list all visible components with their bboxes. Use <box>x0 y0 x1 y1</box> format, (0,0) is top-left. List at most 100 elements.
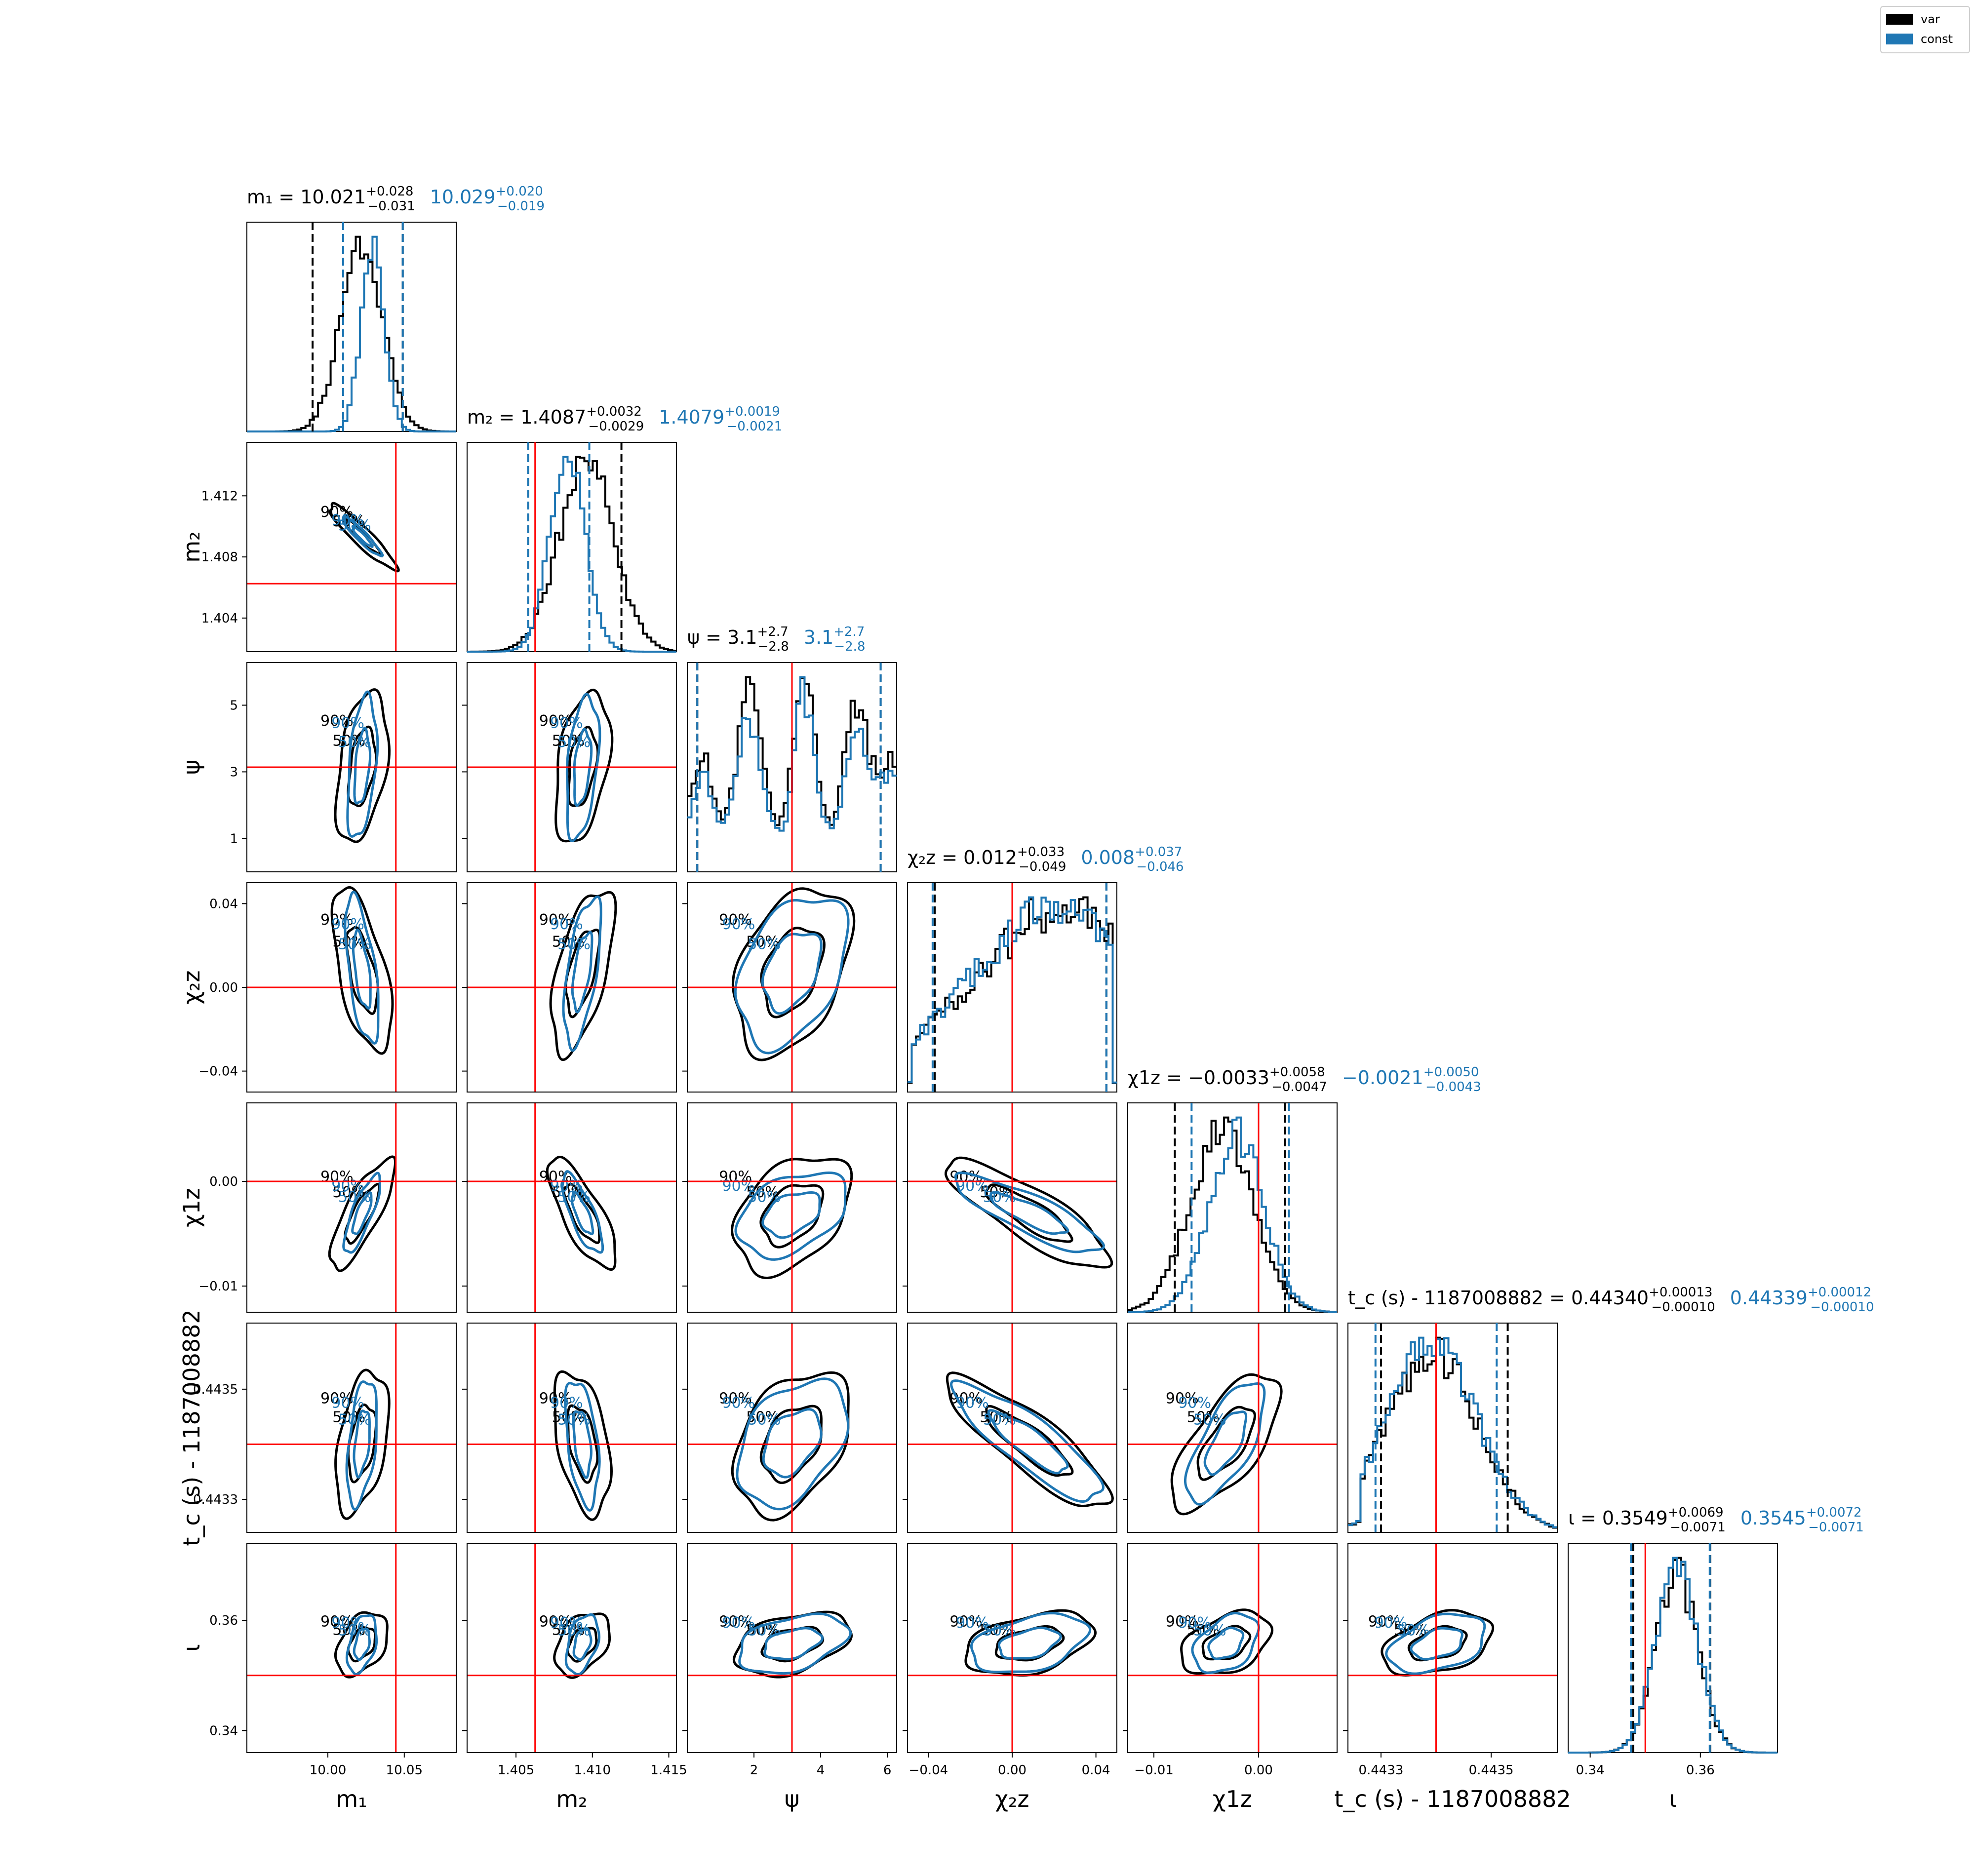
contour-label-const-50: 50% <box>338 517 371 535</box>
panel-m2-chi1z: 90%50%90%50% <box>462 1102 677 1313</box>
contour-label-var-90: 90% <box>1166 1390 1199 1407</box>
legend-label-const: const <box>1921 32 1953 46</box>
xtick-label-psi: 2 <box>750 1763 758 1778</box>
contour-const-90-m2-chi1z <box>561 1170 604 1254</box>
legend: var const <box>1880 6 1970 53</box>
contour-label-const-50: 50% <box>557 1622 591 1640</box>
contour-const-90-chi1z-iota <box>1191 1612 1261 1674</box>
contour-label-const-90: 90% <box>956 1177 989 1195</box>
panel-psi-chi2z: 90%50%90%50% <box>682 882 897 1093</box>
contour-label-var-90: 90% <box>1166 1613 1199 1631</box>
contour-const-90-chi1z-tc <box>1184 1382 1266 1506</box>
contour-var-90-chi2z-iota <box>964 1609 1097 1677</box>
panel-chi2z-iota: 90%50%90%50% <box>903 1543 1117 1753</box>
contour-const-90-m2-tc <box>564 1382 601 1512</box>
contour-label-const-90: 90% <box>550 1395 583 1412</box>
panel-frame <box>246 442 457 652</box>
contour-label-var-90: 90% <box>539 911 572 929</box>
hist-panel-chi1z: χ1z = −0.0033+0.0058−0.0047−0.0021+0.005… <box>1127 1065 1481 1313</box>
hist-const-m1 <box>247 235 456 432</box>
xtick-label-tc: 0.4435 <box>1469 1763 1514 1778</box>
contour-label-const-50: 50% <box>748 1411 781 1428</box>
ylabel-iota: ι <box>178 1644 205 1652</box>
legend-entry-var: var <box>1886 12 1940 27</box>
xtick-label-chi1z: −0.01 <box>1134 1763 1174 1778</box>
contour-const-90-psi-chi1z <box>734 1171 847 1261</box>
ytick-label-m2: 1.404 <box>201 611 238 626</box>
contour-var-90-m1-m2 <box>328 502 400 573</box>
contour-label-var-90: 90% <box>949 1613 983 1631</box>
hist-frame-m1 <box>246 222 457 432</box>
hist-var-m2 <box>467 456 676 653</box>
panel-m1-psi: 90%50%90%50%135 <box>230 662 457 872</box>
contour-label-const-50: 50% <box>338 1411 371 1428</box>
ylabel-psi: ψ <box>178 760 205 775</box>
contour-const-50-m2-tc <box>572 1410 592 1479</box>
contour-var-90-chi1z-tc <box>1170 1373 1283 1516</box>
contour-const-50-psi-chi1z <box>761 1191 821 1239</box>
ylabel-chi1z: χ1z <box>178 1188 205 1227</box>
xtick-label-chi2z: 0.00 <box>998 1763 1027 1778</box>
contour-label-const-50: 50% <box>1193 1411 1226 1428</box>
contour-label-const-90: 90% <box>550 1177 583 1195</box>
ytick-label-iota: 0.34 <box>209 1723 238 1738</box>
panel-frame <box>687 1323 897 1533</box>
contour-const-90-m1-m2 <box>343 515 384 558</box>
contour-label-var-90: 90% <box>719 1613 752 1631</box>
contour-const-50-chi1z-iota <box>1207 1626 1245 1660</box>
panel-frame <box>687 1543 897 1753</box>
panel-frame <box>1127 1543 1338 1753</box>
panel-frame <box>467 1323 677 1533</box>
contour-label-const-50: 50% <box>338 1188 371 1206</box>
contour-const-90-m1-tc <box>345 1380 378 1511</box>
contour-var-90-m1-tc <box>334 1368 391 1520</box>
contour-const-50-chi2z-chi1z <box>989 1191 1069 1235</box>
contour-const-50-m1-chi2z <box>352 928 372 1010</box>
contour-label-const-90: 90% <box>331 715 364 732</box>
contour-label-const-50: 50% <box>557 936 591 953</box>
contour-label-const-90: 90% <box>1178 1614 1211 1632</box>
hist-var-tc <box>1348 1336 1557 1529</box>
contour-label-const-50: 50% <box>557 734 591 751</box>
xlabel-chi1z: χ1z <box>1213 1786 1252 1812</box>
contour-label-var-90: 90% <box>719 1168 752 1185</box>
contour-label-const-90: 90% <box>722 1395 755 1412</box>
contour-label-const-90: 90% <box>331 511 364 529</box>
contour-label-const-50: 50% <box>338 734 371 751</box>
ytick-label-chi2z: 0.04 <box>209 897 238 911</box>
contour-label-var-90: 90% <box>320 1390 354 1407</box>
contour-var-90-m1-chi2z <box>330 886 394 1055</box>
xtick-label-m2: 1.410 <box>574 1763 611 1778</box>
ytick-label-m2: 1.412 <box>201 489 238 504</box>
panel-chi2z-chi1z: 90%50%90%50% <box>903 1102 1117 1313</box>
contour-const-50-chi1z-tc <box>1203 1410 1248 1476</box>
contour-var-50-psi-tc <box>759 1405 823 1485</box>
contour-const-50-m1-chi1z <box>351 1191 373 1235</box>
xlabel-psi: ψ <box>785 1786 799 1812</box>
ylabel-m2: m₂ <box>178 531 205 562</box>
contour-const-90-m1-chi2z <box>344 891 380 1045</box>
legend-entry-const: const <box>1886 32 1953 46</box>
contour-label-const-90: 90% <box>722 1614 755 1632</box>
panel-frame <box>246 1323 457 1533</box>
contour-label-const-90: 90% <box>956 1395 989 1412</box>
ytick-label-tc: 0.4435 <box>193 1382 238 1397</box>
ylabel-tc: t_c (s) - 1187008882 <box>178 1309 205 1546</box>
xtick-label-psi: 6 <box>883 1763 892 1778</box>
contour-const-90-tc-iota <box>1385 1612 1486 1675</box>
contour-label-const-50: 50% <box>748 936 781 953</box>
contour-var-90-m1-chi1z <box>328 1155 396 1272</box>
contour-label-var-90: 90% <box>539 712 572 730</box>
xtick-label-iota: 0.34 <box>1576 1763 1605 1778</box>
hist-const-chi1z <box>1128 1116 1337 1313</box>
panel-frame <box>1127 1323 1338 1533</box>
contour-var-90-chi2z-chi1z <box>945 1156 1113 1269</box>
contour-label-const-90: 90% <box>331 1177 364 1195</box>
